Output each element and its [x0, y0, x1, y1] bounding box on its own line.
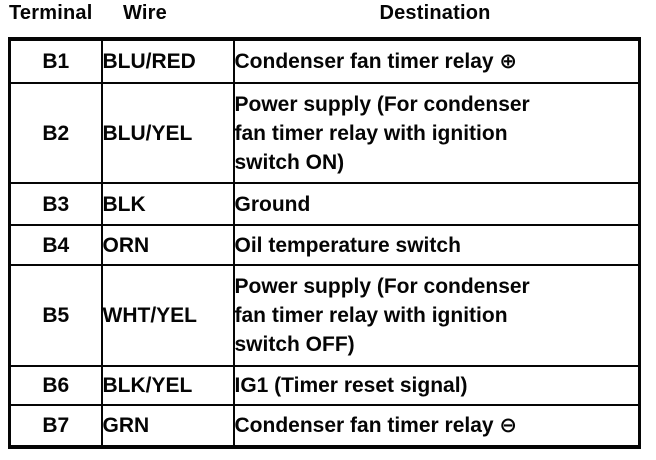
terminal-cell: B6: [8, 365, 103, 406]
terminal-cell: B3: [8, 182, 103, 226]
table-row: B5 WHT/YEL Power supply (For condenser f…: [8, 264, 641, 367]
table-row: B2 BLU/YEL Power supply (For condenser f…: [8, 82, 641, 184]
destination-text: Ground: [234, 192, 311, 216]
destination-cell: Condenser fan timer relay ⊕: [232, 38, 641, 84]
wire-cell: GRN: [100, 404, 235, 448]
terminal-cell: B4: [8, 224, 103, 266]
table-row: B1 BLU/RED Condenser fan timer relay ⊕: [8, 38, 641, 84]
destination-text: IG1 (Timer reset signal): [234, 374, 468, 397]
table-row: B4 ORN Oil temperature switch: [8, 224, 641, 266]
destination-cell: Ground: [232, 182, 641, 226]
destination-text: Power supply (For condenser fan timer re…: [234, 275, 530, 356]
wiring-table: B1 BLU/RED Condenser fan timer relay ⊕ B…: [8, 37, 641, 449]
column-header-terminal: Terminal: [9, 2, 93, 24]
wire-cell: BLU/RED: [100, 38, 235, 84]
destination-text: Condenser fan timer relay ⊕: [234, 50, 518, 73]
destination-cell: Power supply (For condenser fan timer re…: [232, 82, 641, 184]
table-header-row: Terminal Wire Destination: [8, 2, 656, 25]
table-row: B6 BLK/YEL IG1 (Timer reset signal): [8, 365, 641, 406]
destination-text: Oil temperature switch: [234, 233, 461, 257]
wire-cell: ORN: [100, 224, 235, 266]
table-row: B7 GRN Condenser fan timer relay ⊖: [8, 404, 641, 448]
destination-cell: Power supply (For condenser fan timer re…: [232, 264, 641, 367]
wire-cell: BLU/YEL: [100, 82, 235, 184]
destination-cell: IG1 (Timer reset signal): [232, 365, 641, 406]
wire-cell: BLK/YEL: [100, 365, 235, 406]
column-header-destination: Destination: [379, 2, 491, 24]
terminal-cell: B7: [8, 404, 103, 448]
wiring-table-body: B1 BLU/RED Condenser fan timer relay ⊕ B…: [8, 38, 641, 448]
terminal-cell: B2: [8, 82, 103, 184]
destination-text: Power supply (For condenser fan timer re…: [234, 92, 530, 174]
destination-text: Condenser fan timer relay ⊖: [234, 414, 518, 437]
destination-cell: Condenser fan timer relay ⊖: [232, 404, 641, 448]
table-row: B3 BLK Ground: [8, 182, 641, 226]
destination-cell: Oil temperature switch: [232, 224, 641, 266]
terminal-cell: B5: [8, 264, 103, 367]
wire-cell: BLK: [100, 182, 235, 226]
wire-cell: WHT/YEL: [100, 264, 235, 367]
column-header-wire: Wire: [123, 2, 167, 24]
terminal-cell: B1: [8, 38, 103, 84]
